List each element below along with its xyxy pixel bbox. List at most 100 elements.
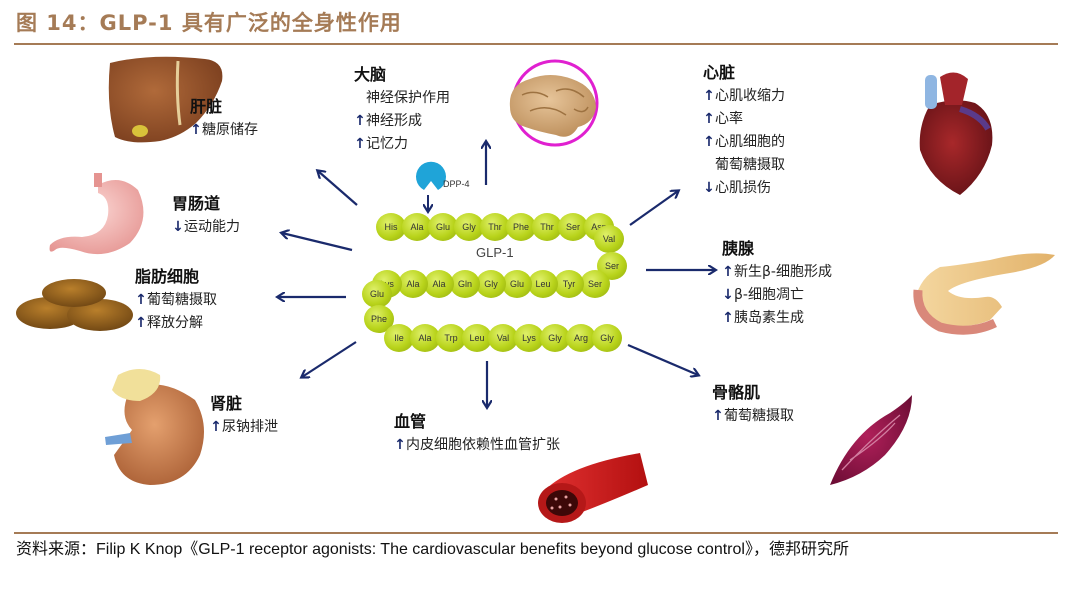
figure-title: 图 14：GLP-1 具有广泛的全身性作用 — [16, 11, 402, 35]
organ-heart: 心脏↑心肌收缩力↑心率↑心肌细胞的葡萄糖摄取↓心肌损伤 — [703, 61, 785, 200]
organ-liver: 肝脏 ↑糖原储存 — [190, 95, 258, 142]
increase-arrow-icon: ↑ — [703, 134, 715, 150]
liver-illustration — [108, 56, 223, 143]
amino-acid: Ile — [384, 324, 414, 352]
amino-acid: Glu — [428, 213, 458, 241]
arrow-to-gi — [282, 233, 353, 252]
kidney-illustration — [105, 369, 204, 485]
brain-illustration — [509, 59, 599, 147]
source-rule — [14, 532, 1058, 534]
effect-item: ↑葡萄糖摄取 — [712, 405, 794, 428]
arrow-to-liver — [318, 171, 358, 206]
organ-name: 血管 — [394, 412, 427, 431]
increase-arrow-icon: ↑ — [135, 315, 147, 331]
amino-acid: Gly — [454, 213, 484, 241]
organ-name: 肝脏 — [190, 97, 223, 116]
decrease-arrow-icon: ↓ — [172, 219, 184, 235]
heart-illustration — [919, 72, 993, 195]
amino-acid: Thr — [480, 213, 510, 241]
effect-item: ↑新生β-细胞形成 — [722, 261, 832, 284]
effect-text: 心肌损伤 — [715, 180, 771, 196]
dpp4-label: DPP-4 — [443, 179, 470, 189]
effect-item: ↑神经形成 — [354, 110, 450, 133]
amino-acid: Phe — [506, 213, 536, 241]
organ-brain: 大脑神经保护作用 ↑神经形成↑记忆力 — [354, 63, 450, 156]
organ-name: 骨骼肌 — [712, 383, 761, 402]
amino-acid: Ala — [410, 324, 440, 352]
adipose-illustration — [16, 279, 133, 331]
amino-acid: His — [376, 213, 406, 241]
increase-arrow-icon: ↑ — [190, 122, 202, 138]
effect-text: 心肌细胞的 — [715, 134, 785, 150]
organ-vessel: 血管 ↑内皮细胞依赖性血管扩张 — [394, 410, 560, 457]
increase-arrow-icon: ↑ — [135, 292, 147, 308]
decrease-arrow-icon: ↓ — [703, 180, 715, 196]
amino-acid: Trp — [436, 324, 466, 352]
arrow-to-kidney — [302, 341, 357, 377]
effect-text: 胰岛素生成 — [734, 310, 804, 326]
increase-arrow-icon: ↑ — [354, 113, 366, 129]
organ-name: 脂肪细胞 — [135, 267, 200, 286]
title-rule — [14, 43, 1058, 45]
amino-acid: Ser — [580, 270, 610, 298]
amino-acid: Leu — [462, 324, 492, 352]
source-note: 资料来源：Filip K Knop《GLP-1 receptor agonist… — [16, 541, 849, 558]
amino-acid: Gly — [540, 324, 570, 352]
effect-item: ↑尿钠排泄 — [210, 416, 278, 439]
effect-item: ↓β-细胞凋亡 — [722, 284, 832, 307]
effect-text: 新生β-细胞形成 — [734, 264, 832, 280]
effect-text: 内皮细胞依赖性血管扩张 — [406, 437, 560, 453]
effect-item: ↑内皮细胞依赖性血管扩张 — [394, 434, 560, 457]
effect-item: ↑葡萄糖摄取 — [135, 289, 217, 312]
amino-acid: Gly — [592, 324, 622, 352]
amino-acid: Tyr — [554, 270, 584, 298]
effect-item: ↑胰岛素生成 — [722, 307, 832, 330]
effect-item: ↑糖原储存 — [190, 119, 258, 142]
increase-arrow-icon: ↑ — [722, 264, 734, 280]
organ-name: 胃肠道 — [172, 194, 221, 213]
amino-acid: Thr — [532, 213, 562, 241]
increase-arrow-icon: ↑ — [712, 408, 724, 424]
organ-name: 大脑 — [354, 65, 387, 84]
diagram-graphics — [16, 56, 1055, 523]
increase-arrow-icon: ↑ — [703, 111, 715, 127]
increase-arrow-icon: ↑ — [210, 419, 222, 435]
effect-item: ↑心率 — [703, 108, 785, 131]
amino-acid: Arg — [566, 324, 596, 352]
effect-text: β-细胞凋亡 — [734, 287, 804, 303]
effect-text: 释放分解 — [147, 315, 203, 331]
effect-text: 神经保护作用 — [366, 90, 450, 106]
effect-item: ↑释放分解 — [135, 312, 217, 335]
effect-text: 葡萄糖摄取 — [147, 292, 217, 308]
effect-text: 糖原储存 — [202, 122, 258, 138]
arrow-to-muscle — [627, 343, 698, 375]
effect-item: ↑心肌收缩力 — [703, 85, 785, 108]
effect-text: 心率 — [715, 111, 743, 127]
effect-item: ↓运动能力 — [172, 216, 240, 239]
skeletal-muscle-illustration — [830, 395, 912, 485]
stomach-illustration — [49, 173, 144, 255]
organ-kidney: 肾脏↑尿钠排泄 — [210, 392, 278, 439]
increase-arrow-icon: ↑ — [703, 88, 715, 104]
increase-arrow-icon: ↑ — [354, 136, 366, 152]
blood-vessel-illustration — [538, 453, 648, 523]
decrease-arrow-icon: ↓ — [722, 287, 734, 303]
increase-arrow-icon: ↑ — [722, 310, 734, 326]
amino-acid: Lys — [514, 324, 544, 352]
effect-text: 尿钠排泄 — [222, 419, 278, 435]
diagram-canvas: HisAlaGluGlyThrPheThrSerAspValSerSerTyrL… — [0, 45, 1080, 532]
increase-arrow-icon: ↑ — [394, 437, 406, 453]
amino-acid: Leu — [528, 270, 558, 298]
amino-acid: Gly — [476, 270, 506, 298]
glp1-label: GLP-1 — [476, 245, 514, 260]
amino-acid: Ala — [402, 213, 432, 241]
amino-acid: Val — [594, 225, 624, 253]
effect-item: ↑记忆力 — [354, 133, 450, 156]
effect-text: 心肌收缩力 — [715, 88, 785, 104]
pancreas-illustration — [913, 253, 1055, 335]
dpp4-enzyme-icon — [416, 161, 446, 211]
amino-acid: Glu — [362, 280, 392, 308]
organ-gi: 胃肠道 ↓运动能力 — [172, 192, 240, 239]
effect-item: 葡萄糖摄取 — [703, 154, 785, 177]
effect-item: ↓心肌损伤 — [703, 177, 785, 200]
